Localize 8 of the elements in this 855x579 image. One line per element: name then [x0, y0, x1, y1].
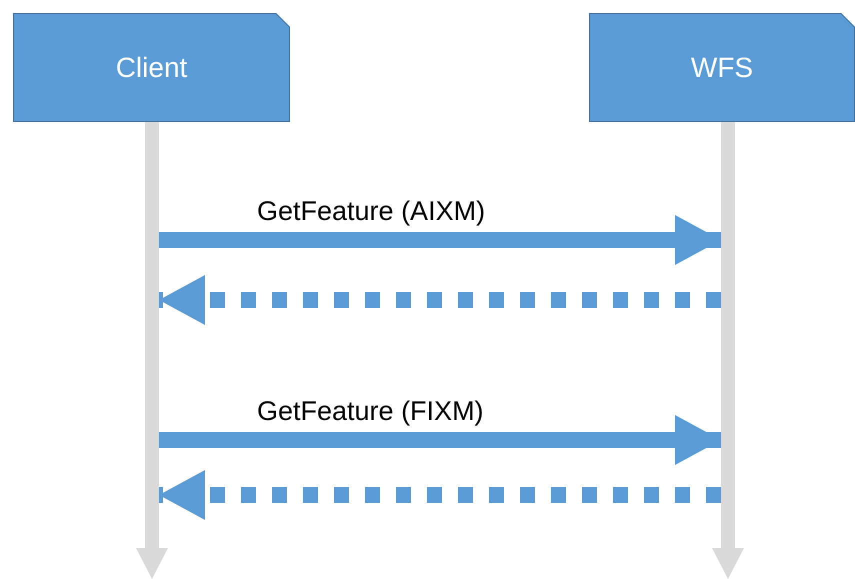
dotted-return-arrow	[159, 275, 721, 325]
participant-name: Client	[114, 51, 188, 85]
message-arrow	[159, 215, 721, 265]
participant-box	[13, 13, 290, 122]
participant-box	[589, 13, 855, 122]
dotted-return-arrow	[159, 470, 721, 520]
message-arrow	[159, 415, 721, 465]
participant-name: WFS	[690, 51, 754, 85]
